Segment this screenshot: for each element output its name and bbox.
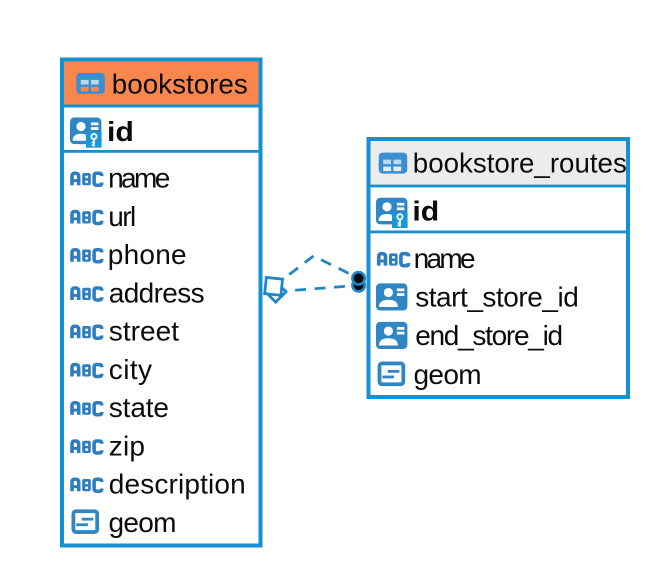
svg-text:state: state (109, 392, 169, 423)
svg-text:city: city (109, 354, 152, 385)
svg-text:start_store_id: start_store_id (415, 282, 579, 313)
svg-text:description: description (109, 469, 246, 500)
svg-text:end_store_id: end_store_id (415, 320, 563, 351)
svg-text:id: id (107, 116, 134, 147)
svg-text:id: id (412, 196, 439, 227)
svg-text:geom: geom (414, 359, 482, 390)
svg-text:bookstores: bookstores (112, 69, 248, 100)
svg-text:phone: phone (108, 239, 187, 270)
svg-text:zip: zip (109, 430, 145, 461)
svg-text:bookstore_routes: bookstore_routes (413, 148, 627, 179)
svg-text:geom: geom (109, 507, 177, 538)
svg-text:address: address (109, 277, 205, 308)
svg-text:street: street (109, 316, 179, 347)
svg-text:name: name (414, 243, 476, 274)
svg-text:url: url (108, 201, 136, 232)
svg-text:name: name (108, 163, 170, 194)
